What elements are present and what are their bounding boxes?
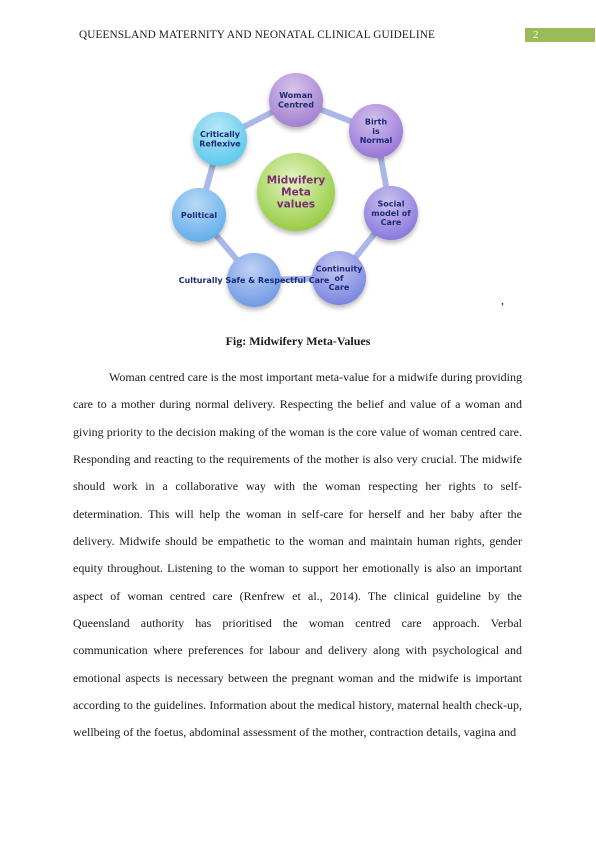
node-label: Political	[181, 211, 218, 220]
figure-caption: Fig: Midwifery Meta-Values	[225, 334, 371, 348]
page-header: QUEENSLAND MATERNITY AND NEONATAL CLINIC…	[0, 27, 596, 45]
body-paragraph: Woman centred care is the most important…	[73, 370, 522, 740]
diagram-node: Political	[172, 188, 226, 242]
stray-mark: ,	[501, 293, 504, 307]
diagram-node: Culturally Safe & Respectful Care	[179, 253, 330, 307]
page-number: 2	[525, 28, 595, 42]
node-label: Culturally Safe & Respectful Care	[179, 276, 330, 285]
header-title: QUEENSLAND MATERNITY AND NEONATAL CLINIC…	[79, 29, 436, 41]
